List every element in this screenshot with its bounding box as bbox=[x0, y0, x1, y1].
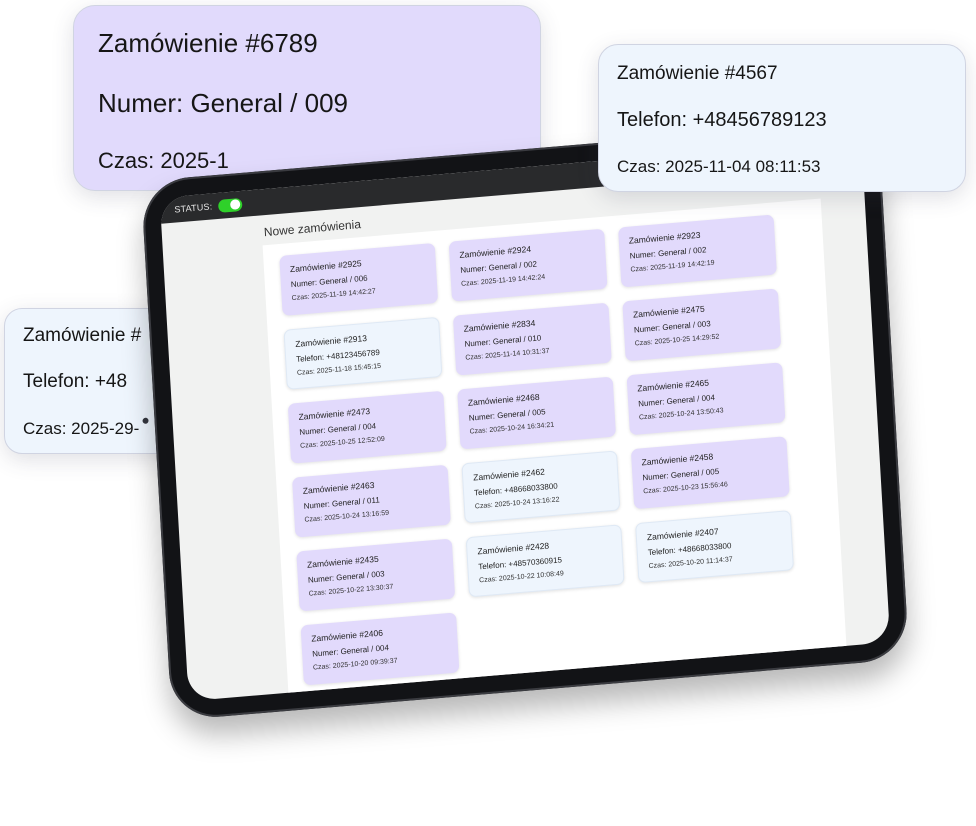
floating-order-card-6789: Zamówienie #6789 Numer: General / 009 Cz… bbox=[73, 5, 541, 191]
floating-order-title: Zamówienie #6789 bbox=[98, 28, 318, 58]
floating-order-time: Czas: 2025-11-04 08:11:53 bbox=[617, 157, 821, 176]
status-label: STATUS: bbox=[174, 201, 213, 215]
floating-order-time: Czas: 2025-1 bbox=[98, 148, 229, 173]
floating-order-time: Czas: 2025-29- bbox=[23, 419, 140, 438]
floating-order-phone: Telefon: +48456789123 bbox=[617, 109, 827, 131]
status-toggle[interactable] bbox=[217, 197, 243, 213]
floating-order-title: Zamówienie #4567 bbox=[617, 63, 778, 84]
toggle-knob bbox=[230, 199, 241, 210]
floating-order-number: Numer: General / 009 bbox=[98, 88, 349, 118]
floating-order-phone: Telefon: +48 bbox=[23, 371, 128, 392]
tablet-screen: STATUS: Nowe zamówienia Zamówienie #2925… bbox=[159, 138, 891, 702]
floating-order-card-4567: Zamówienie #4567 Telefon: +48456789123 C… bbox=[598, 44, 966, 192]
tablet-frame: STATUS: Nowe zamówienia Zamówienie #2925… bbox=[140, 119, 910, 721]
tablet-device: STATUS: Nowe zamówienia Zamówienie #2925… bbox=[140, 119, 910, 721]
floating-order-title: Zamówienie # bbox=[23, 325, 142, 346]
